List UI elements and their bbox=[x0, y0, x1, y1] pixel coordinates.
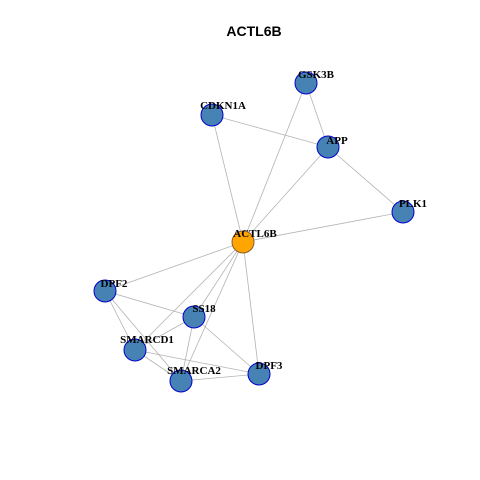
node-smarcd1: SMARCD1 bbox=[120, 334, 174, 362]
node-actl6b: ACTL6B bbox=[231, 228, 277, 254]
node-circle-smarcd1 bbox=[123, 338, 147, 362]
edge-dpf2-ss18 bbox=[104, 290, 195, 318]
node-label-dpf2: DPF2 bbox=[101, 278, 128, 290]
node-label-smarca2: SMARCA2 bbox=[167, 365, 221, 377]
edge-actl6b-smarcd1 bbox=[134, 241, 244, 351]
node-circle-smarca2 bbox=[169, 369, 193, 393]
edge-actl6b-dpf3 bbox=[242, 241, 260, 375]
node-label-gsk3b: GSK3B bbox=[298, 69, 335, 81]
node-label-cdkn1a: CDKN1A bbox=[200, 100, 246, 112]
edge-app-plk1 bbox=[327, 146, 404, 213]
node-label-actl6b: ACTL6B bbox=[233, 228, 277, 240]
node-label-smarcd1: SMARCD1 bbox=[120, 334, 174, 346]
node-label-ss18: SS18 bbox=[192, 303, 216, 315]
node-circle-actl6b bbox=[231, 230, 255, 254]
node-circle-gsk3b bbox=[294, 71, 318, 95]
edge-smarca2-dpf3 bbox=[180, 373, 260, 382]
node-cdkn1a: CDKN1A bbox=[200, 100, 246, 127]
node-label-app: APP bbox=[326, 135, 348, 147]
node-circle-dpf2 bbox=[93, 279, 117, 303]
node-layer: ACTL6B GSK3B CDKN1A APP PLK1DPF2SS18SMARCD1S… bbox=[93, 69, 427, 393]
node-circle-dpf3 bbox=[247, 362, 271, 386]
node-gsk3b: GSK3B bbox=[294, 69, 335, 95]
node-circle-cdkn1a bbox=[200, 103, 224, 127]
node-ss18: SS18 bbox=[182, 303, 216, 329]
edge-ss18-dpf3 bbox=[193, 316, 260, 375]
edge-actl6b-plk1 bbox=[242, 211, 404, 243]
node-circle-ss18 bbox=[182, 305, 206, 329]
edge-dpf2-smarca2 bbox=[104, 290, 182, 382]
edge-actl6b-dpf2 bbox=[104, 241, 244, 292]
diagram-title: ACTL6B bbox=[226, 23, 281, 39]
node-smarca2: SMARCA2 bbox=[167, 365, 221, 393]
node-label-plk1: PLK1 bbox=[399, 198, 427, 210]
node-circle-plk1 bbox=[391, 200, 415, 224]
edge-actl6b-cdkn1a bbox=[211, 114, 244, 243]
node-plk1: PLK1 bbox=[391, 198, 427, 224]
node-dpf3: DPF3 bbox=[247, 360, 283, 386]
node-circle-app bbox=[316, 135, 340, 159]
node-app: APP bbox=[316, 135, 348, 159]
edge-actl6b-ss18 bbox=[193, 241, 244, 318]
edge-smarcd1-dpf3 bbox=[134, 349, 260, 375]
node-dpf2: DPF2 bbox=[93, 278, 128, 303]
edge-actl6b-app bbox=[242, 146, 329, 243]
edge-actl6b-smarca2 bbox=[180, 241, 244, 382]
edge-cdkn1a-app bbox=[211, 114, 329, 148]
node-label-dpf3: DPF3 bbox=[256, 360, 283, 372]
edge-actl6b-gsk3b bbox=[242, 82, 307, 243]
